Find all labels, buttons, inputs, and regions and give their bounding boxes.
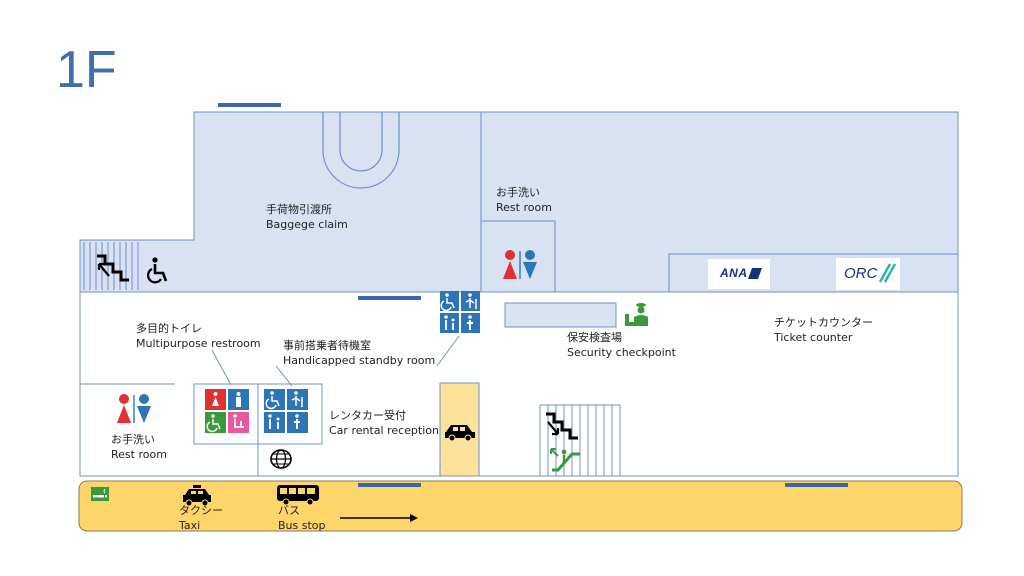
taxi-label: タクシー Taxi (179, 503, 223, 533)
security-gate (504, 302, 617, 328)
restroom-left-label: お手洗い Rest room (111, 432, 167, 462)
leader-standby-right (436, 335, 460, 367)
door (358, 483, 421, 487)
arrow-right-icon (340, 514, 418, 522)
restroom-left-en: Rest room (111, 448, 167, 461)
standby-room-label: 事前搭乗者待機室 Handicapped standby room (283, 338, 435, 368)
orc-logo: ORC (836, 258, 900, 290)
ticket-counter-en: Ticket counter (774, 331, 853, 344)
security-label: 保安検査場 Security checkpoint (567, 330, 676, 360)
ticket-counter-frame (668, 253, 958, 292)
escalator-hatching (539, 404, 621, 476)
restroom-left-ja: お手洗い (111, 433, 155, 446)
bus-ja: バス (278, 504, 300, 517)
ticket-counter-ja: チケットカウンター (774, 316, 873, 329)
smoking-icon (91, 487, 109, 501)
multipurpose-toilet-icon (205, 389, 249, 433)
car-rental-en: Car rental reception (329, 424, 439, 437)
leader-multipurpose (211, 349, 232, 386)
bus-en: Bus stop (278, 519, 326, 532)
multipurpose-en: Multipurpose restroom (136, 337, 261, 350)
baggage-claim-label: 手荷物引渡所 Baggege claim (266, 202, 348, 232)
restroom-top-en: Rest room (496, 201, 552, 214)
restroom-top-ja: お手洗い (496, 186, 540, 199)
taxi-en: Taxi (179, 519, 201, 532)
car-rental-label: レンタカー受付 Car rental reception (329, 408, 439, 438)
orc-mark-icon (878, 263, 896, 283)
door (358, 296, 421, 300)
security-en: Security checkpoint (567, 346, 676, 359)
bus-stop-label: バス Bus stop (278, 503, 326, 533)
baggage-carousel (322, 112, 400, 189)
stairs-icon (97, 254, 129, 282)
standby-room-ja: 事前搭乗者待機室 (283, 339, 371, 352)
restroom-top-label: お手洗い Rest room (496, 185, 552, 215)
globe-icon (270, 449, 292, 469)
ana-logo: ANA (708, 259, 770, 289)
leader-standby (275, 365, 293, 387)
bus-icon (277, 485, 319, 506)
security-ja: 保安検査場 (567, 331, 622, 344)
ticket-counter-label: チケットカウンター Ticket counter (774, 315, 873, 345)
wheelchair-icon (147, 257, 168, 284)
multipurpose-ja: 多目的トイレ (136, 322, 202, 335)
door (785, 483, 848, 487)
male-female-icon (503, 250, 537, 279)
taxi-icon (183, 485, 211, 507)
standby-room-icon (264, 389, 308, 433)
orc-logo-text: ORC (844, 265, 878, 282)
male-female-icon (117, 394, 151, 423)
baggage-claim-en: Baggege claim (266, 218, 348, 231)
escalator-icon (550, 448, 580, 472)
ana-logo-text: ANA (720, 266, 748, 280)
floor-title: 1F (56, 41, 117, 99)
car-rental-ja: レンタカー受付 (329, 409, 406, 422)
baggage-claim-ja: 手荷物引渡所 (266, 203, 332, 216)
standby-room-en: Handicapped standby room (283, 354, 436, 367)
security-guard-icon (625, 303, 648, 326)
taxi-ja: タクシー (179, 504, 223, 517)
multipurpose-label: 多目的トイレ Multipurpose restroom (136, 321, 261, 351)
door (218, 103, 281, 107)
car-icon (445, 425, 475, 442)
ana-mark-icon (748, 268, 762, 279)
restroom-top-walls (480, 112, 556, 292)
accessibility-tiles-icon (440, 291, 480, 333)
stairs-icon (546, 412, 578, 440)
